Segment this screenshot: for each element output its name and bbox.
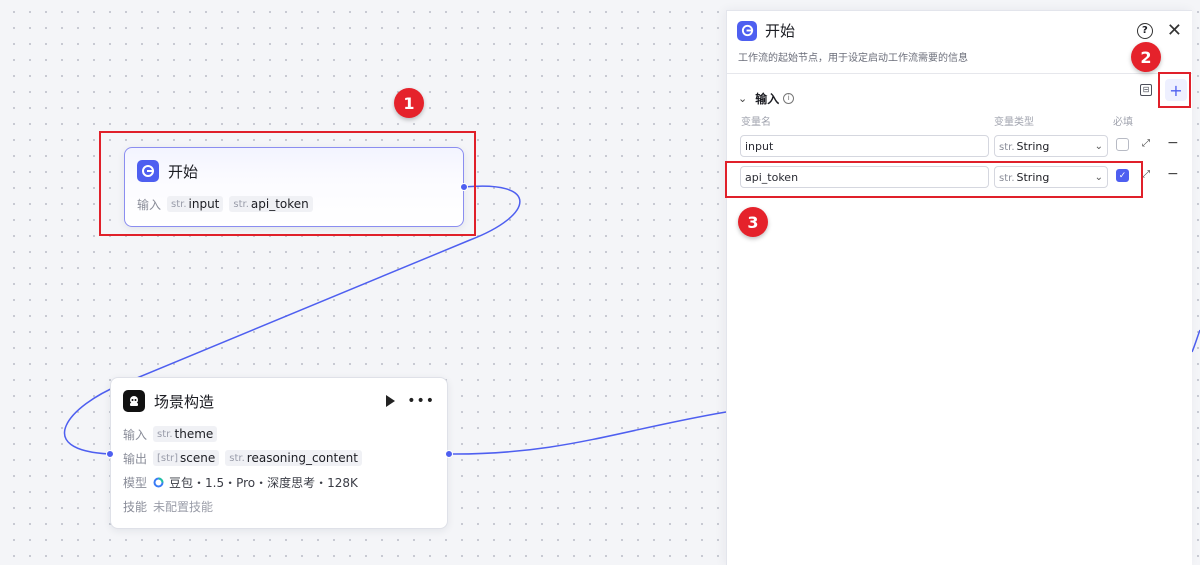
step-badge-1: 1	[394, 88, 424, 118]
required-checkbox[interactable]	[1116, 138, 1129, 151]
add-variable-button[interactable]: +	[1165, 79, 1187, 101]
col-header-type: 变量类型	[994, 117, 1034, 128]
doubao-icon	[153, 477, 164, 488]
scene-output-port[interactable]	[445, 450, 453, 458]
edge-offscreen	[1191, 329, 1200, 353]
edge-scene-to-next	[448, 411, 727, 455]
panel-start-icon	[737, 20, 757, 41]
variable-type-select[interactable]: str.String⌄	[994, 166, 1108, 188]
scene-skills-value: 未配置技能	[153, 499, 214, 514]
start-output-port[interactable]	[460, 183, 468, 191]
input-section-title: 输入	[755, 91, 780, 106]
scene-input-chip: str.theme	[153, 426, 218, 442]
info-icon[interactable]: i	[783, 92, 795, 104]
scene-output-label: 输出	[123, 451, 148, 466]
scene-output-chip: str.reasoning_content	[225, 450, 362, 466]
variable-name-input[interactable]	[740, 166, 989, 188]
variable-name-input[interactable]	[740, 135, 989, 157]
close-icon[interactable]: ✕	[1166, 19, 1182, 41]
step-badge-3: 3	[738, 207, 768, 237]
start-input-chip: str.api_token	[229, 196, 313, 212]
input-section-header[interactable]: ⌄ 输入 i	[727, 74, 1192, 112]
collapse-icon[interactable]: ⊟	[1140, 84, 1152, 96]
start-node-title: 开始	[168, 162, 199, 181]
scene-skills-label: 技能	[123, 499, 148, 514]
scene-node-title: 场景构造	[154, 392, 215, 411]
col-header-required: 必填	[1113, 117, 1133, 128]
remove-row-button[interactable]: −	[1167, 166, 1179, 182]
chevron-down-icon: ⌄	[1094, 140, 1103, 152]
llm-icon	[123, 390, 145, 412]
highlight-box-add-button	[1158, 72, 1191, 108]
scene-node[interactable]: 场景构造 ••• 输入 str.theme 输出 [str]scene str.…	[110, 377, 448, 529]
highlight-box-start-node	[99, 131, 476, 236]
expand-icon[interactable]: ⤢	[1142, 169, 1150, 180]
more-icon[interactable]: •••	[407, 393, 435, 409]
panel-divider	[727, 73, 1192, 74]
start-node-icon	[137, 160, 159, 182]
chevron-down-icon: ⌄	[1094, 171, 1103, 183]
highlight-box-api-token-row	[725, 161, 1143, 198]
start-node[interactable]: 开始 输入 str.input str.api_token	[124, 147, 464, 227]
start-config-panel: 开始 ? ✕ 工作流的起始节点，用于设定启动工作流需要的信息 ⌄ 输入 i ⊟ …	[725, 10, 1192, 565]
scene-model-label: 模型	[123, 475, 148, 490]
scene-input-port[interactable]	[106, 450, 114, 458]
expand-icon[interactable]: ⤢	[1142, 138, 1150, 149]
start-input-chip: str.input	[167, 196, 224, 212]
scene-model-value: 豆包・1.5・Pro・深度思考・128K	[169, 475, 358, 490]
scene-input-label: 输入	[123, 427, 148, 442]
panel-description: 工作流的起始节点，用于设定启动工作流需要的信息	[738, 53, 968, 64]
panel-title: 开始	[765, 22, 796, 40]
run-icon[interactable]	[386, 395, 396, 407]
col-header-name: 变量名	[741, 117, 771, 128]
scene-output-chip: [str]scene	[153, 450, 220, 466]
remove-row-button[interactable]: −	[1167, 135, 1179, 151]
required-checkbox-checked[interactable]: ✓	[1116, 169, 1129, 182]
start-node-input-label: 输入	[137, 197, 162, 212]
help-icon[interactable]: ?	[1136, 22, 1153, 39]
chevron-down-icon[interactable]: ⌄	[738, 91, 748, 105]
step-badge-2: 2	[1131, 42, 1161, 72]
variable-type-select[interactable]: str.String⌄	[994, 135, 1108, 157]
